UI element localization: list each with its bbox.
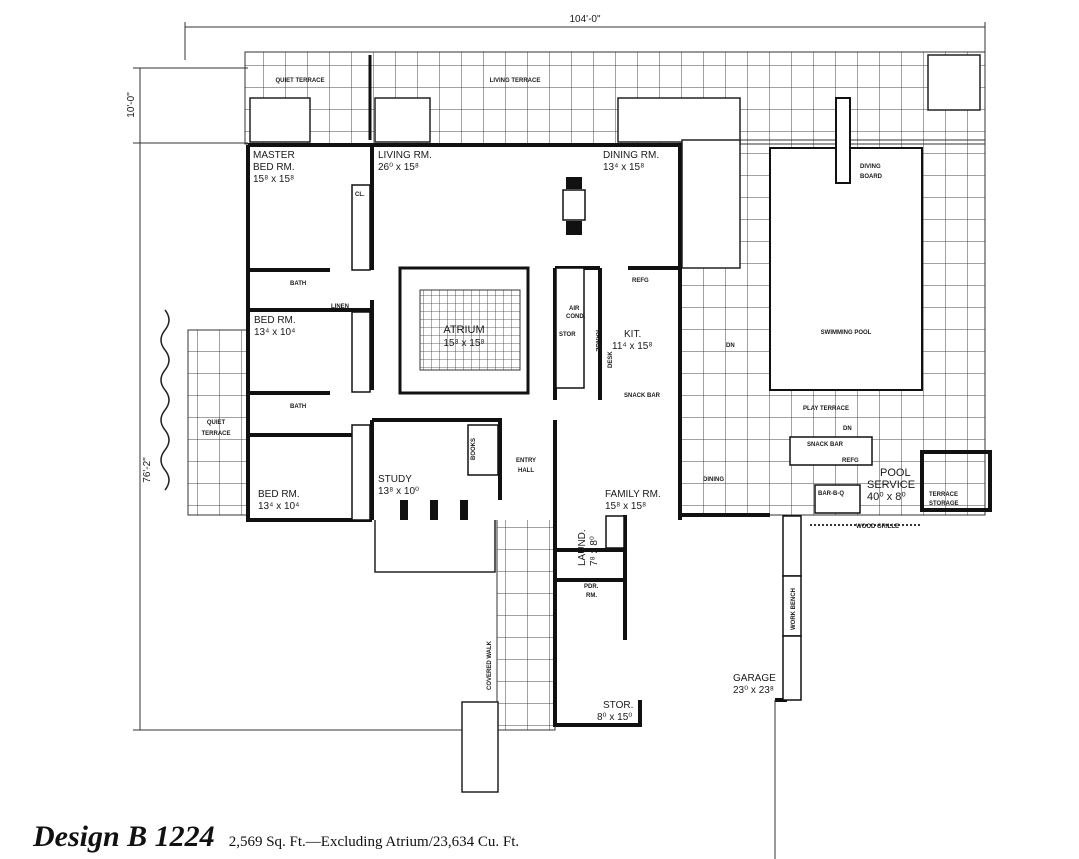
swimming-pool-label: SWIMMING POOL — [821, 330, 872, 336]
covered-walk — [496, 497, 556, 731]
books-label: BOOKS — [471, 438, 477, 460]
master-bed-label-2: BED RM. — [253, 162, 295, 173]
range-label: RANGE — [594, 330, 600, 352]
kitchen-label: KIT. — [624, 329, 641, 340]
bath-label: BATH — [290, 281, 306, 287]
dining-room-label: DINING RM. — [603, 150, 659, 161]
top-depth-dimension: 10'-0" — [126, 92, 137, 118]
outdoor-refg-label: REFG — [842, 458, 859, 464]
living-terrace-label: LIVING TERRACE — [490, 78, 541, 84]
design-title: Design B 1224 — [33, 820, 215, 853]
air-cond-label-2: COND. — [566, 314, 586, 320]
linen-label: LINEN — [331, 304, 349, 310]
family-room-size: 15⁸ x 15⁸ — [605, 501, 646, 512]
refg-label: REFG — [632, 278, 649, 284]
master-bed-label: MASTER — [253, 150, 295, 161]
depth-dimension: 76'-2" — [142, 457, 153, 483]
diving-board-label-2: BOARD — [860, 174, 883, 180]
outdoor-snack-bar-label: SNACK BAR — [807, 442, 844, 448]
bar-b-q-label: BAR-B-Q — [818, 491, 844, 497]
atrium-label: ATRIUM — [443, 324, 484, 336]
wood-grille-label: WOOD GRILLE — [856, 524, 899, 530]
play-terrace-label: PLAY TERRACE — [803, 406, 849, 412]
closets — [351, 184, 873, 701]
planters — [160, 54, 981, 793]
dining-table-icon — [562, 177, 586, 235]
closet-label: CL. — [355, 192, 365, 198]
air-cond-label: AIR — [569, 306, 580, 312]
laundry-size: 7⁸ x 8⁰ — [589, 536, 600, 566]
room-labels: QUIET TERRACE LIVING TERRACE MASTER BED … — [201, 78, 958, 723]
kitchen-size: 11⁴ x 15⁸ — [612, 341, 653, 352]
width-dimension: 104'-0" — [569, 14, 600, 25]
bath-2-label: BATH — [290, 404, 306, 410]
family-room-label: FAMILY RM. — [605, 489, 661, 500]
design-subtitle: 2,569 Sq. Ft.—Excluding Atrium/23,634 Cu… — [228, 834, 520, 850]
stor-small-label: STOR — [559, 332, 576, 338]
study-windows — [400, 500, 468, 520]
living-room-label: LIVING RM. — [378, 150, 432, 161]
quiet-terrace-side-label-2: TERRACE — [201, 431, 230, 437]
entry-hall-label-2: HALL — [518, 468, 534, 474]
storage-size: 8⁰ x 15⁰ — [597, 712, 632, 723]
pool-service-label: POOL — [880, 467, 911, 479]
master-bed-size: 15⁸ x 15⁸ — [253, 174, 294, 185]
covered-walk-label: COVERED WALK — [487, 640, 493, 690]
storage-label: STOR. — [603, 700, 633, 711]
dn-label: DN — [726, 343, 735, 349]
garage-label: GARAGE — [733, 673, 776, 684]
caption: Design B 1224 2,569 Sq. Ft.—Excluding At… — [33, 820, 519, 854]
pool-service-label-2: SERVICE — [867, 479, 915, 491]
quiet-terrace-side-label: QUIET — [207, 420, 226, 426]
bed-room-2-label: BED RM. — [254, 315, 296, 326]
powder-room-label-2: RM. — [586, 593, 597, 599]
bed-room-2-size: 13⁴ x 10⁴ — [254, 327, 295, 338]
diving-board — [835, 97, 851, 184]
dining-room-size: 13⁴ x 15⁸ — [603, 162, 644, 173]
laundry-label: LAUND. — [577, 529, 588, 566]
atrium-size: 15⁸ x 15⁸ — [443, 338, 484, 349]
quiet-terrace-label: QUIET TERRACE — [275, 78, 324, 84]
work-bench-label: WORK BENCH — [791, 588, 797, 630]
swimming-pool — [769, 147, 923, 391]
study-size: 13⁸ x 10⁰ — [378, 486, 419, 497]
terrace-storage-label-2: STORAGE — [929, 501, 959, 507]
dimension-lines — [133, 22, 986, 731]
terrace-storage-label: TERRACE — [929, 492, 958, 498]
top-terrace — [244, 51, 986, 145]
bed-room-3-label: BED RM. — [258, 489, 300, 500]
outdoor-dining-label: DINING — [703, 477, 724, 483]
dn-2-label: DN — [843, 426, 852, 432]
diving-board-label: DIVING — [860, 164, 881, 170]
desk-label: DESK — [608, 351, 614, 368]
entry-hall-label: ENTRY — [516, 458, 536, 464]
bed-room-3-size: 13⁴ x 10⁴ — [258, 501, 299, 512]
study-label: STUDY — [378, 474, 412, 485]
living-room-size: 26⁰ x 15⁸ — [378, 162, 419, 173]
walls — [246, 143, 992, 727]
powder-room-label: PDR. — [584, 584, 599, 590]
pool-service-size: 40⁰ x 8⁰ — [867, 491, 906, 503]
quiet-terrace-side — [187, 329, 249, 516]
snack-bar-label: SNACK BAR — [624, 393, 661, 399]
garage-size: 23⁰ x 23⁸ — [733, 685, 774, 696]
